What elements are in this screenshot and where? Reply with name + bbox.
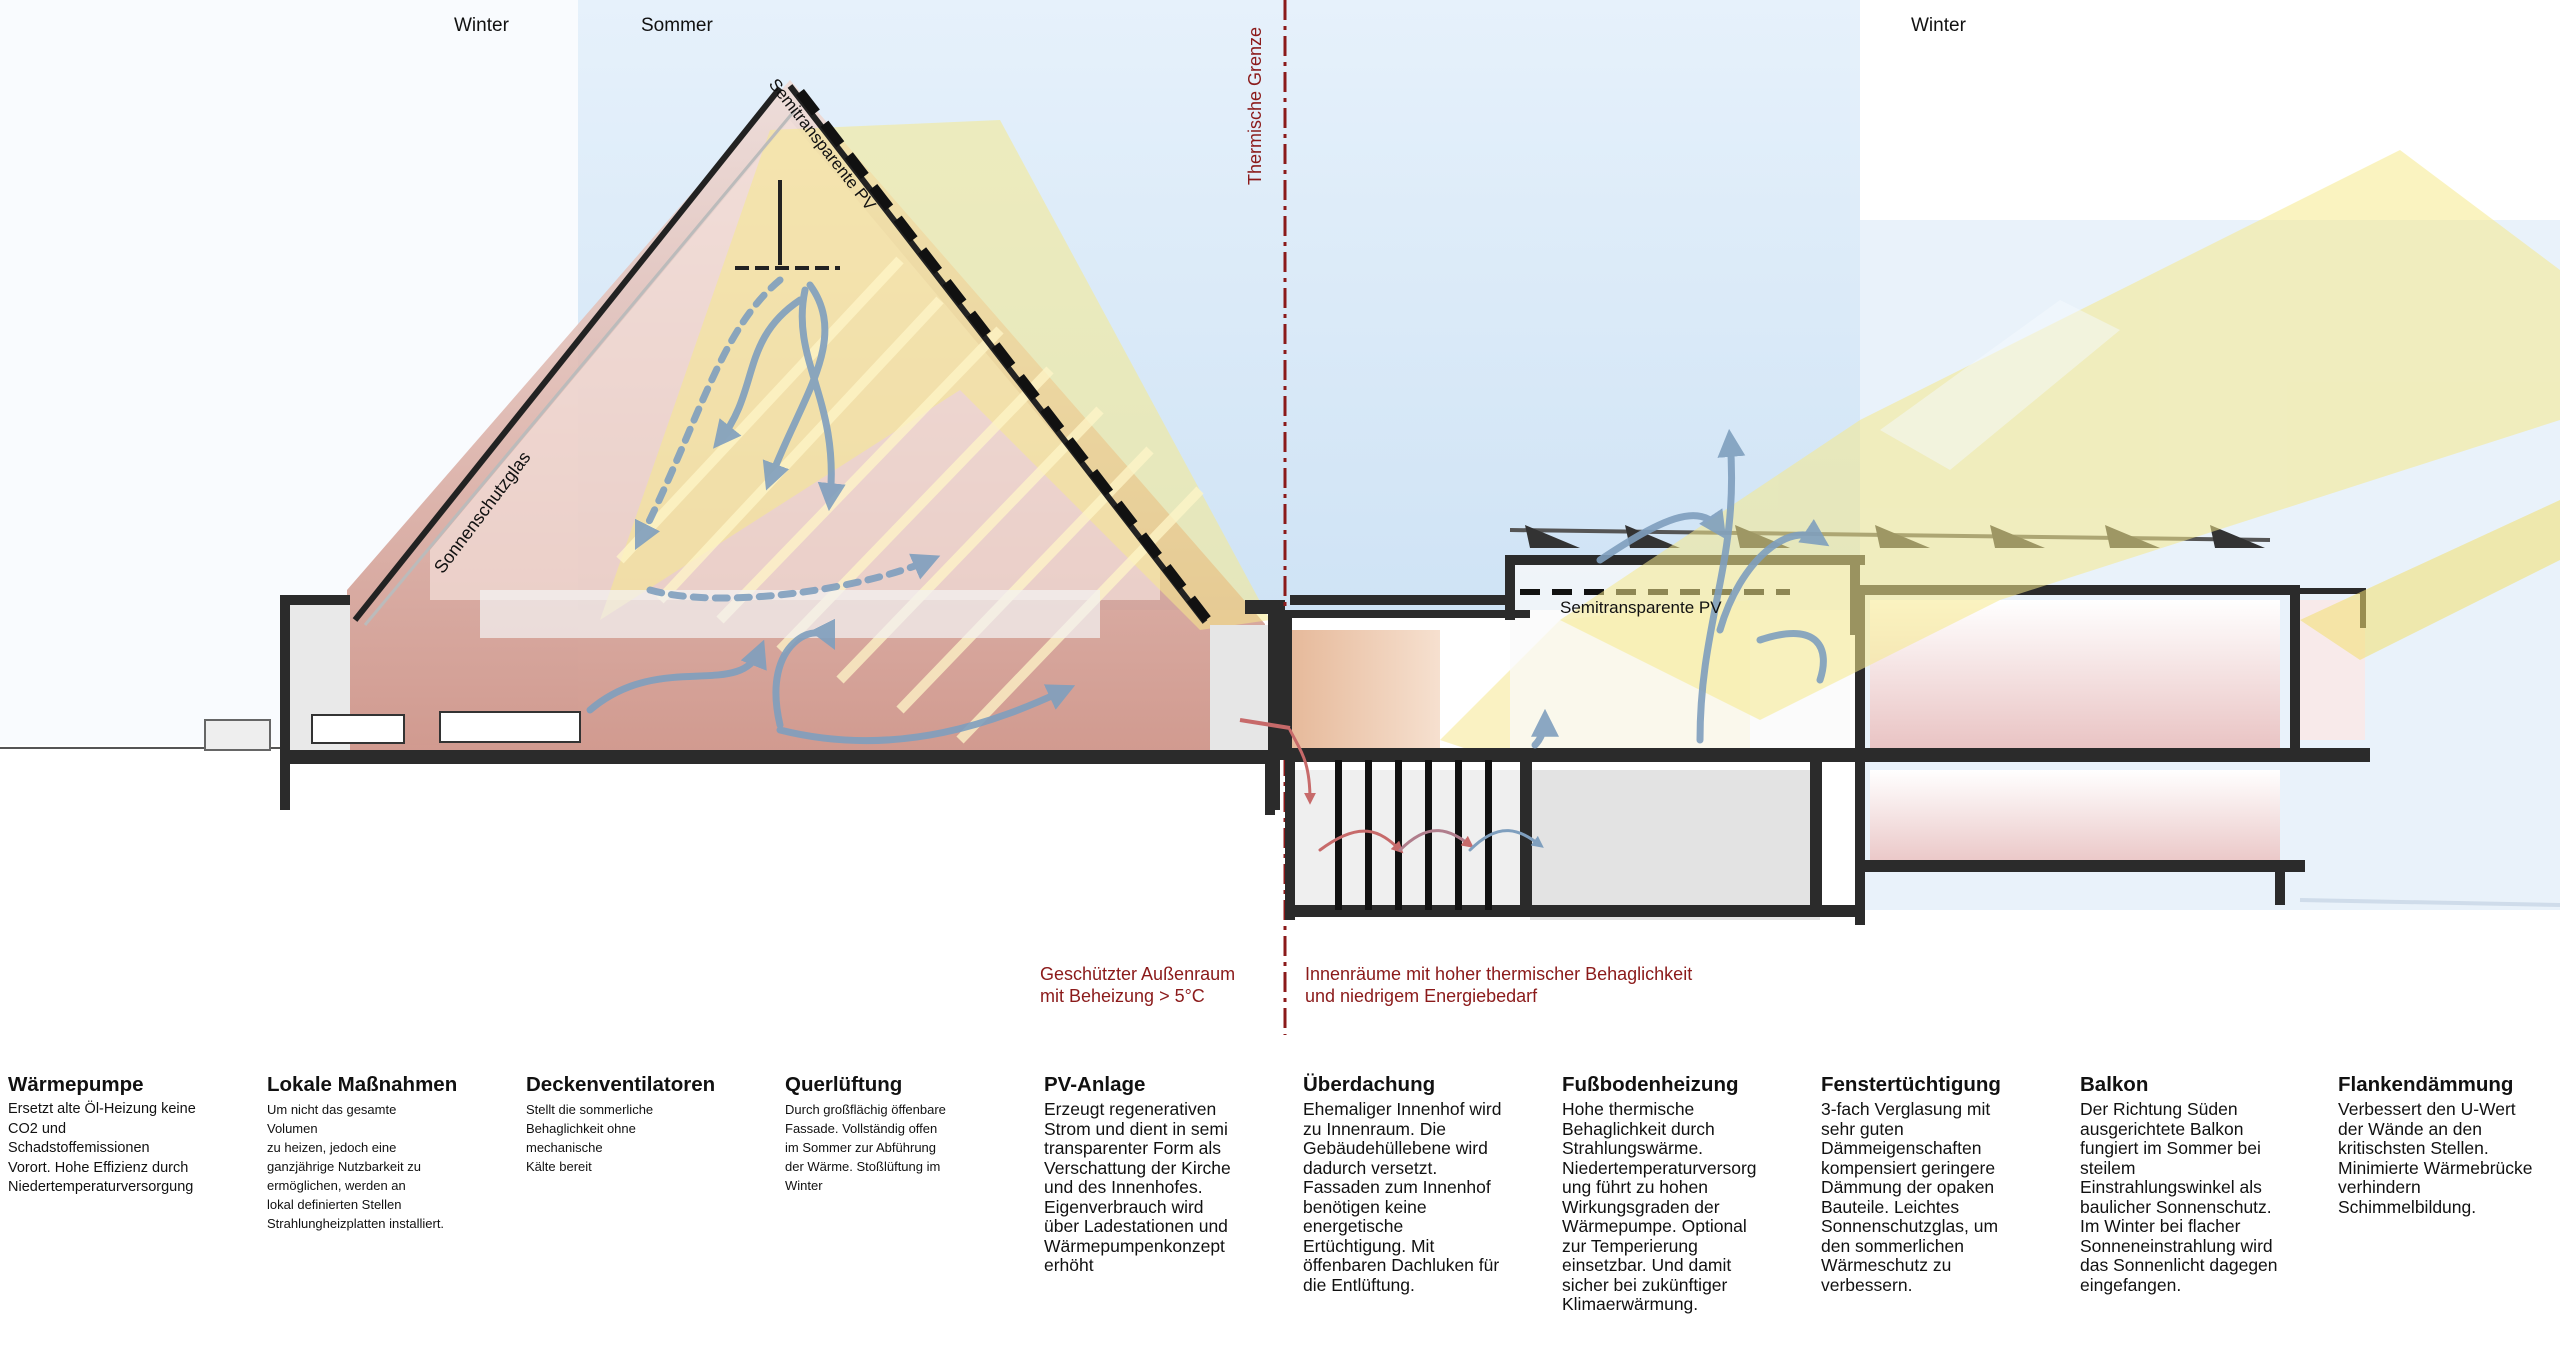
column-text: Der Richtung Süden ausgerichtete Balkon … bbox=[2080, 1099, 2278, 1295]
label-semi-pv-court: Semitransparente PV bbox=[1560, 598, 1722, 617]
heat-pipe bbox=[1239, 718, 1291, 730]
column-text: Stellt die sommerliche Behaglichkeit ohn… bbox=[526, 1102, 654, 1174]
label-indoor-zone: Innenräume mit hoher thermischer Behagli… bbox=[1305, 964, 1693, 1006]
column-title: Deckenventilatoren bbox=[526, 1073, 716, 1096]
column-fussbodenheizung: Fußbodenheizung Hohe thermische Behaglic… bbox=[1562, 1073, 1807, 1315]
season-winter-right: Winter bbox=[1911, 15, 1966, 36]
column-text: Durch großflächig öffenbare Fassade. Vol… bbox=[785, 1102, 946, 1193]
column-title: Fußbodenheizung bbox=[1562, 1073, 1739, 1096]
column-title: Querlüftung bbox=[785, 1073, 903, 1096]
column-title: Lokale Maßnahmen bbox=[267, 1073, 458, 1096]
planter-right bbox=[439, 711, 581, 743]
church-right-wall bbox=[1210, 625, 1268, 750]
column-text: Erzeugt regenerativen Strom und dient in… bbox=[1044, 1099, 1231, 1275]
floor-heating-flow bbox=[1288, 728, 1544, 854]
column-deckenventilatoren: Deckenventilatoren Stellt die sommerlich… bbox=[526, 1073, 771, 1176]
basement-mid bbox=[1530, 770, 1820, 920]
column-title: Balkon bbox=[2080, 1073, 2149, 1096]
column-pv-anlage: PV-Anlage Erzeugt regenerativen Strom un… bbox=[1044, 1073, 1289, 1276]
column-text: Ehemaliger Innenhof wird zu Innenraum. D… bbox=[1303, 1099, 1502, 1295]
column-text: Verbessert den U-Wert der Wände an den k… bbox=[2338, 1099, 2533, 1217]
winter-sunbeams-right bbox=[1560, 150, 2560, 720]
column-title: PV-Anlage bbox=[1044, 1073, 1146, 1096]
column-text: Hohe thermische Behaglichkeit durch Stra… bbox=[1562, 1099, 1757, 1314]
column-fenstertuechtigung: Fenstertüchtigung 3-fach Verglasung mit … bbox=[1821, 1073, 2066, 1295]
pv-roof-dashes bbox=[796, 88, 1216, 630]
column-ueberdachung: Überdachung Ehemaliger Innenhof wird zu … bbox=[1303, 1073, 1548, 1295]
ground-line-right bbox=[2299, 898, 2560, 907]
column-flankendaemmung: Flankendämmung Verbessert den U-Wert der… bbox=[2338, 1073, 2558, 1217]
column-text: Um nicht das gesamte Volumen zu heizen, … bbox=[267, 1102, 445, 1231]
column-title: Wärmepumpe bbox=[8, 1073, 144, 1096]
church-roof bbox=[352, 84, 1216, 630]
court-airflow bbox=[1530, 428, 1830, 749]
column-text: Ersetzt alte Öl-Heizung keine CO2 und Sc… bbox=[8, 1101, 196, 1195]
column-title: Flankendämmung bbox=[2338, 1073, 2514, 1096]
column-title: Fenstertüchtigung bbox=[1821, 1073, 2001, 1096]
column-title: Überdachung bbox=[1303, 1073, 1436, 1096]
season-winter-left: Winter bbox=[454, 15, 509, 36]
season-summer: Sommer bbox=[641, 15, 713, 36]
church-airflow bbox=[586, 276, 1076, 745]
column-balkon: Balkon Der Richtung Süden ausgerichtete … bbox=[2080, 1073, 2325, 1295]
column-text: 3-fach Verglasung mit sehr guten Dämmeig… bbox=[1821, 1099, 1999, 1295]
wood-wall bbox=[1290, 630, 1440, 750]
church-glass-band bbox=[480, 590, 1100, 638]
label-outdoor-zone: Geschützter Außenraum mit Beheizung > 5°… bbox=[1040, 964, 1236, 1006]
column-waermepumpe: Wärmepumpe Ersetzt alte Öl-Heizung keine… bbox=[8, 1073, 253, 1198]
lower-room-right bbox=[1870, 770, 2280, 870]
ceiling-fan bbox=[735, 180, 840, 270]
column-lokale-massnahmen: Lokale Maßnahmen Um nicht das gesamte Vo… bbox=[267, 1073, 512, 1233]
label-thermal-border: Thermische Grenze bbox=[1245, 26, 1265, 185]
column-querlueftung: Querlüftung Durch großflächig öffenbare … bbox=[785, 1073, 1030, 1195]
planter-left bbox=[311, 714, 405, 744]
